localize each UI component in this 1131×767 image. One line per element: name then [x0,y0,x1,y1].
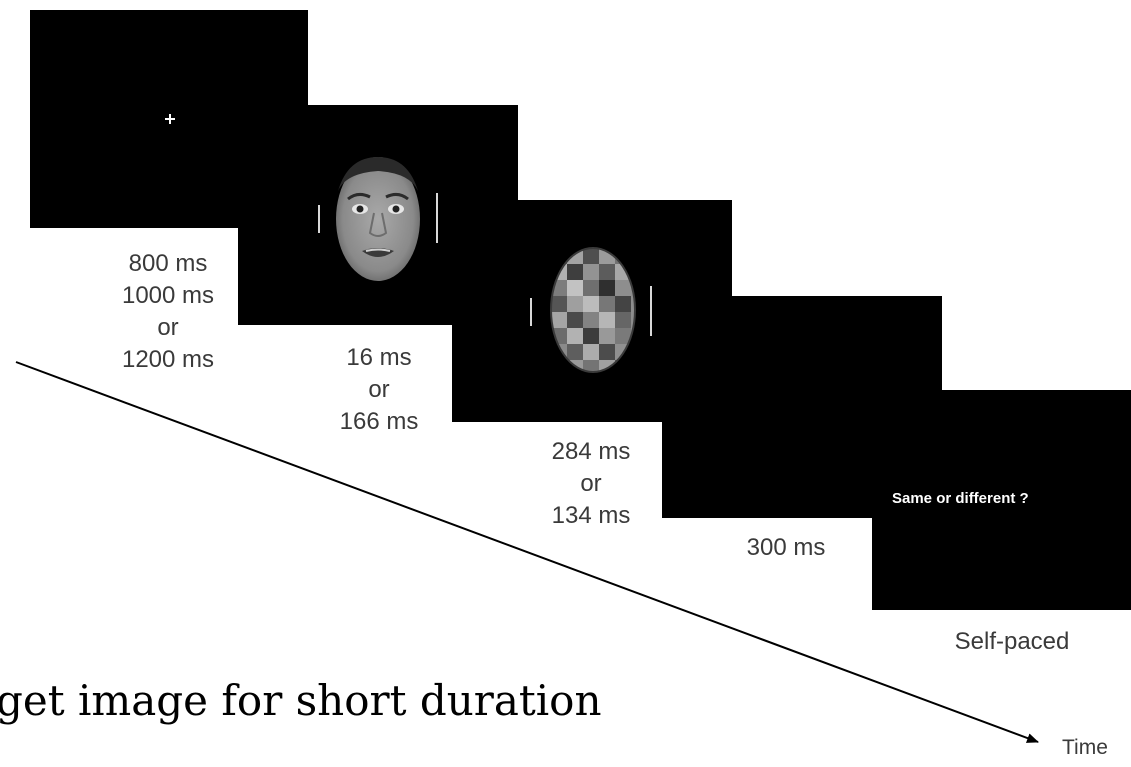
right-bracket [436,193,438,243]
response-question: Same or different ? [892,490,1029,507]
duration-label-response: Self-paced [932,626,1092,658]
duration-line: Self-paced [954,628,1070,655]
time-arrow-line [15,361,1039,743]
duration-line: 1200 ms [121,346,215,373]
left-bracket [318,205,320,233]
duration-line: or [157,314,179,341]
scrambled-face-mask-image [550,247,636,373]
duration-line: or [368,376,390,403]
caption-text: get image for short duration [0,676,602,725]
duration-label-blank: 300 ms [706,532,866,564]
duration-line: 16 ms [346,344,412,371]
duration-line: 800 ms [128,250,208,277]
duration-line: 284 ms [551,438,631,465]
duration-label-mask: 284 ms or 134 ms [511,436,671,532]
fixation-cross-icon [165,114,175,124]
duration-label-target: 16 ms or 166 ms [299,342,459,438]
duration-line: 1000 ms [121,282,215,309]
time-axis-label: Time [1062,736,1108,759]
duration-line: 300 ms [746,534,826,561]
right-bracket [650,286,652,336]
fearful-face-image [336,157,420,281]
duration-label-fixation: 800 ms 1000 ms or 1200 ms [88,248,248,376]
response-screen: Same or different ? [872,390,1131,610]
left-bracket [530,298,532,326]
duration-line: 134 ms [551,502,631,529]
duration-line: 166 ms [339,408,419,435]
duration-line: or [580,470,602,497]
